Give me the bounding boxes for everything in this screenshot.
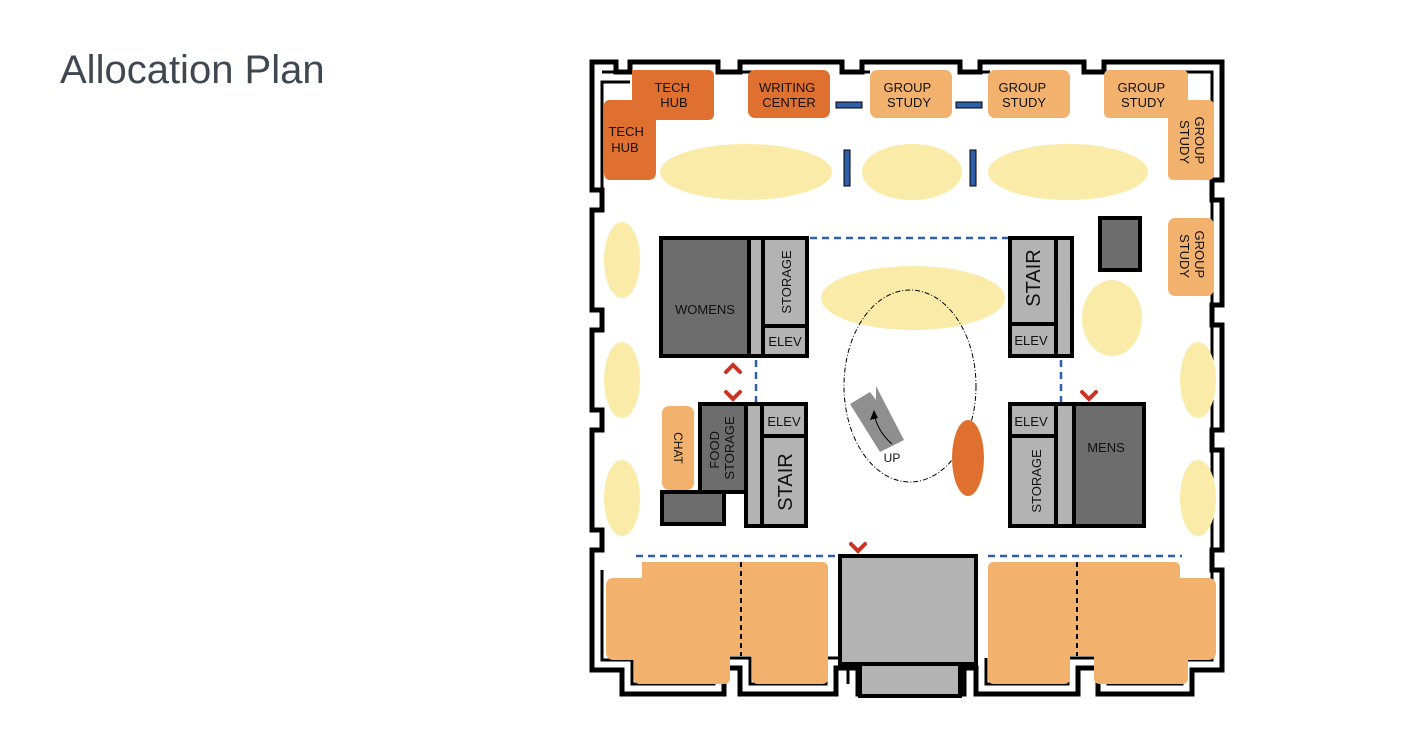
- blue-marker: [843, 149, 851, 187]
- core-wall: [1054, 402, 1076, 528]
- ramp[interactable]: [850, 386, 904, 452]
- seating-area: [1180, 342, 1216, 418]
- blue-marker: [969, 149, 977, 187]
- chat-room[interactable]: [662, 406, 694, 490]
- womens-label: WOMENS: [675, 302, 735, 317]
- dark-block: [660, 490, 726, 526]
- tech-hub-top-label: TECH HUB: [654, 80, 693, 110]
- elev-bottom-right-label: ELEV: [1014, 414, 1048, 429]
- page-title: Allocation Plan: [60, 48, 325, 92]
- seating-area: [604, 342, 640, 418]
- group-study-room-right[interactable]: [1168, 218, 1214, 296]
- writing-center-room[interactable]: [748, 70, 830, 118]
- seating-area: [604, 222, 640, 298]
- tech-hub-left-label: TECH HUB: [608, 124, 647, 155]
- entrance-lobby[interactable]: [838, 554, 978, 666]
- storage-right-label: STORAGE: [1029, 449, 1044, 513]
- stair-left[interactable]: [760, 434, 808, 528]
- food-storage-label: FOOD STORAGE: [707, 416, 737, 480]
- seating-area: [988, 144, 1148, 200]
- ramp-path: [843, 289, 977, 483]
- entrance-vestibule[interactable]: [858, 662, 962, 698]
- group-study-2-label: GROUP STUDY: [998, 80, 1049, 110]
- core-wall: [1054, 236, 1074, 358]
- elevator-top-left[interactable]: [761, 324, 809, 358]
- elev-top-right-label: ELEV: [1014, 333, 1048, 348]
- seating-area: [1180, 460, 1216, 536]
- group-study-right-mid-label: GROUP STUDY: [1177, 230, 1207, 281]
- group-study-room-3[interactable]: [1104, 70, 1214, 180]
- feature-element: [952, 420, 984, 496]
- bottom-right-room[interactable]: [988, 562, 1216, 684]
- group-study-room-1[interactable]: [870, 70, 952, 118]
- mens-label: MENS: [1087, 440, 1125, 455]
- blue-marker: [835, 101, 863, 109]
- bottom-left-room[interactable]: [606, 562, 828, 684]
- blue-marker: [955, 101, 983, 109]
- group-study-right-top-label: GROUP STUDY: [1177, 116, 1207, 167]
- exterior-wall: [589, 59, 1225, 697]
- group-study-3-label: GROUP STUDY: [1117, 80, 1168, 110]
- stair-left-label: STAIR: [775, 453, 797, 510]
- core-wall: [747, 236, 765, 358]
- seating-area: [862, 144, 962, 200]
- seating-area: [604, 460, 640, 536]
- elev-bottom-left-label: ELEV: [767, 414, 801, 429]
- circulation-path: [636, 236, 1182, 558]
- elev-top-left-label: ELEV: [768, 334, 802, 349]
- ramp-up-label: UP: [884, 451, 901, 465]
- arrow-head-icon: [870, 410, 878, 420]
- seating-area: [1082, 280, 1142, 356]
- group-study-room-2[interactable]: [988, 70, 1070, 118]
- entry-chevron-icon: [724, 362, 1098, 554]
- tech-hub-room-top[interactable]: [604, 70, 714, 180]
- dark-block: [1098, 216, 1142, 272]
- mens-restroom[interactable]: [1072, 402, 1146, 528]
- storage-left-label: STORAGE: [779, 250, 794, 314]
- elevator-top-right[interactable]: [1008, 322, 1058, 358]
- writing-center-label: WRITING CENTER: [759, 80, 819, 110]
- chat-label: CHAT: [671, 432, 685, 464]
- core-wall: [744, 402, 764, 528]
- seating-area: [660, 144, 832, 200]
- group-study-1-label: GROUP STUDY: [883, 80, 934, 110]
- seating-area: [821, 266, 1005, 330]
- womens-restroom[interactable]: [659, 236, 751, 358]
- stair-right-label: STAIR: [1023, 249, 1045, 306]
